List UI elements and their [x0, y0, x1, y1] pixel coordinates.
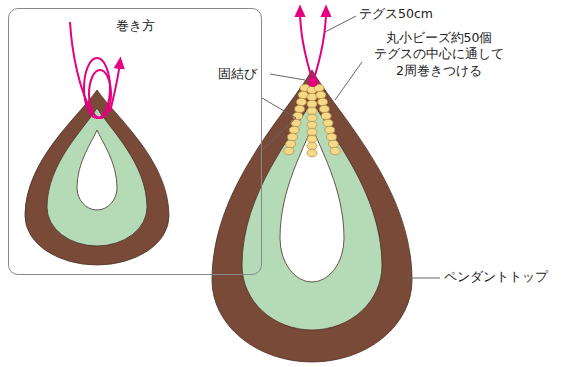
bead [293, 112, 303, 120]
cord-loop [84, 58, 110, 118]
knot-label: 固結び [218, 66, 268, 82]
bead [296, 98, 306, 106]
cord-length: テグス50cm [359, 6, 469, 22]
cord [110, 62, 120, 112]
pendant-inner [242, 100, 382, 330]
cord [300, 10, 313, 82]
cord-loop [89, 70, 111, 118]
bead [286, 140, 296, 148]
pendant-outer [212, 70, 412, 362]
panel-title: 巻き方 [9, 17, 261, 35]
callout-wedge [262, 98, 296, 150]
bead-note: 丸小ビーズ約50個 テグスの中心に通して 2周巻きつける [364, 30, 514, 79]
bead [307, 114, 317, 122]
knot [308, 77, 318, 87]
leader-line [270, 74, 305, 80]
pendant-hole [280, 126, 344, 282]
bead [307, 107, 317, 115]
bead [307, 149, 317, 157]
bead [291, 119, 301, 127]
bead [307, 100, 317, 108]
leader-line [408, 278, 440, 279]
bead [307, 135, 317, 143]
bead [289, 126, 299, 134]
bead [319, 105, 329, 113]
bead [307, 128, 317, 136]
bead [328, 140, 338, 148]
bead [330, 147, 340, 155]
bead [323, 119, 333, 127]
pendant-hole [77, 130, 117, 210]
bead [318, 98, 328, 106]
pendant-inner [47, 108, 147, 246]
bead [316, 91, 326, 99]
bead [307, 121, 317, 129]
bead [327, 133, 337, 141]
bead [284, 147, 294, 155]
leader-line [325, 16, 356, 32]
leader-line [335, 62, 362, 100]
bead [287, 133, 297, 141]
inset-panel: 巻き方 [8, 8, 262, 275]
bead [307, 142, 317, 150]
bead [325, 126, 335, 134]
bead [321, 112, 331, 120]
cord [313, 10, 326, 82]
part-name: ペンダントトップ [444, 269, 572, 285]
bead [295, 105, 305, 113]
